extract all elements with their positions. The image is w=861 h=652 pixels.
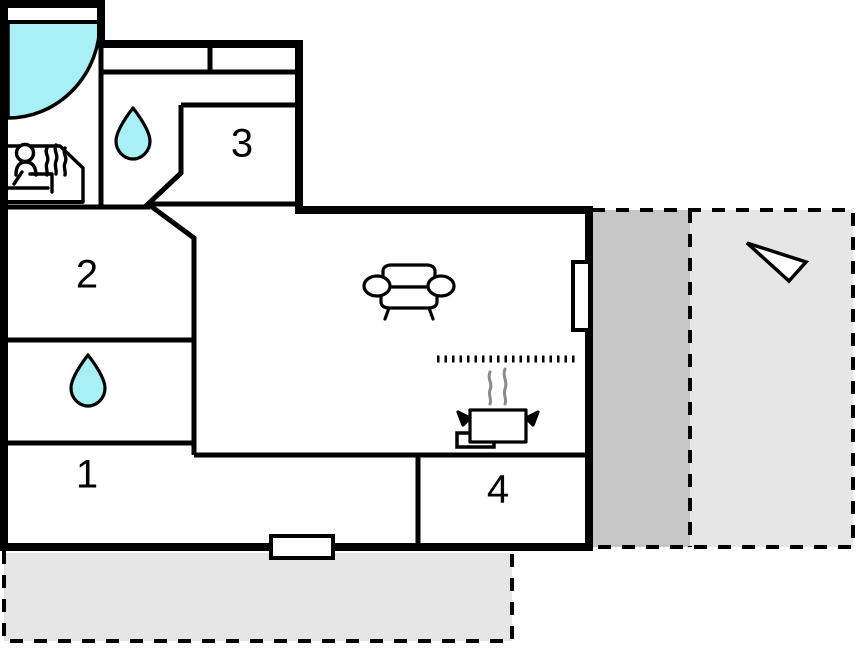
cooking-pot-icon: [456, 367, 540, 444]
open-terrace-south: [4, 553, 512, 641]
icons-group: [6, 106, 577, 444]
wall-angled-entry: [146, 201, 197, 455]
entrance-door: [269, 534, 335, 560]
outdoor-areas-group: [2, 208, 855, 643]
room-label-3: 3: [231, 122, 253, 166]
water-drop-icon: [114, 106, 152, 161]
triangle-marker-icon: [745, 241, 810, 284]
water-drop-icon: [69, 353, 107, 408]
room-label-2: 2: [76, 253, 98, 297]
wall-room3-enclosure: [141, 105, 299, 207]
interior-walls-group: [4, 20, 589, 545]
sofa-icon: [362, 263, 456, 321]
room-label-4: 4: [487, 468, 509, 512]
covered-terrace-east: [592, 210, 690, 547]
east-terrace-dashed-outline: [592, 208, 855, 549]
room-label-1: 1: [76, 453, 98, 497]
exterior-walls-group: [0, 0, 593, 551]
room-labels-group: 1 2 3 4: [76, 122, 509, 512]
exterior-wall-outline: [0, 0, 593, 551]
south-terrace-dashed-outline: [2, 551, 514, 643]
window: [571, 260, 592, 332]
sauna-person-icon: [6, 142, 85, 204]
